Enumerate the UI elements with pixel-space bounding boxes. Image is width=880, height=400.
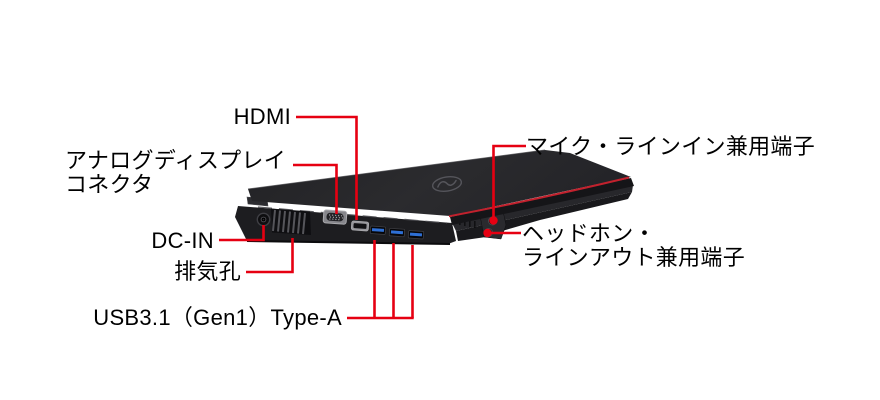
- exhaust-vent: [271, 208, 311, 235]
- dc-in-port: [256, 212, 271, 227]
- label-exhaust-text: 排気孔: [174, 259, 241, 284]
- label-mic-text: マイク・ラインイン兼用端子: [526, 134, 816, 159]
- label-hdmi: HDMI: [234, 105, 291, 129]
- usb-port-1: [369, 225, 387, 235]
- hdmi-leader-line: [296, 115, 358, 220]
- analog-display-connector: [322, 209, 348, 225]
- dc-in-leader-line: [219, 225, 265, 242]
- lid-accent-stripe: [448, 176, 630, 218]
- label-headphone-line2: ラインアウト兼用端子: [522, 245, 746, 270]
- label-dc-in-text: DC-IN: [151, 228, 214, 253]
- lid-front-edge: [450, 178, 634, 225]
- usb-port-2: [388, 227, 406, 238]
- usb-leader-lines: [347, 240, 414, 320]
- label-hdmi-text: HDMI: [233, 104, 291, 129]
- label-analog-display-connector: アナログディスプレイ コネクタ: [65, 149, 286, 197]
- mic-leader-dot: [489, 216, 498, 225]
- analog-display-leader-line: [293, 163, 338, 214]
- laptop-lid: [247, 149, 631, 218]
- label-headphone-line-out: ヘッドホン・ ラインアウト兼用端子: [522, 222, 745, 270]
- label-mic-line-in: マイク・ラインイン兼用端子: [526, 135, 815, 159]
- hdmi-port: [350, 220, 370, 232]
- label-analog-line2: コネクタ: [65, 172, 154, 197]
- headphone-leader-dot: [483, 228, 492, 238]
- label-dc-in: DC-IN: [151, 229, 214, 253]
- usb-port-3: [407, 230, 425, 240]
- exhaust-leader-line: [246, 238, 294, 274]
- label-exhaust-vent: 排気孔: [174, 260, 241, 284]
- label-usb-text: USB3.1（Gen1）Type-A: [93, 305, 342, 330]
- fujitsu-logo: [431, 176, 463, 192]
- mic-leader-line: [492, 144, 526, 219]
- label-headphone-line1: ヘッドホン・: [522, 221, 656, 246]
- label-analog-line1: アナログディスプレイ: [65, 148, 287, 173]
- label-usb: USB3.1（Gen1）Type-A: [93, 306, 342, 330]
